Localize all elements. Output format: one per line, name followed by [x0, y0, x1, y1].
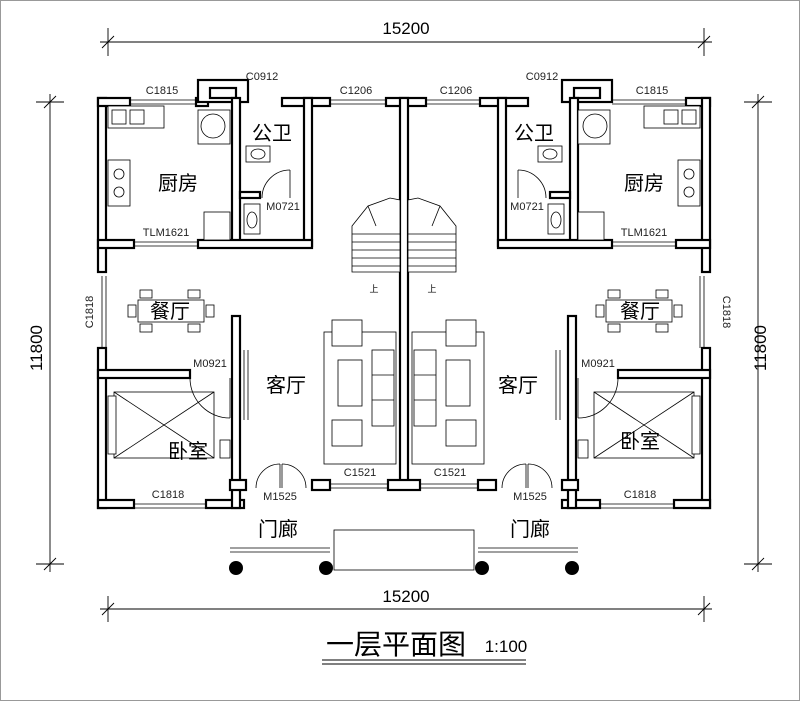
- dimension-right: 11800: [744, 94, 772, 572]
- code-m0721-left: M0721: [266, 201, 300, 213]
- room-bedroom-left: 卧室: [168, 439, 208, 463]
- code-c1815-left: C1815: [146, 85, 178, 97]
- room-bedroom-right: 卧室: [620, 429, 660, 453]
- code-c1206-left: C1206: [340, 85, 372, 97]
- room-porch-right: 门廊: [510, 517, 550, 541]
- sofa-set-left: [323, 319, 397, 465]
- code-m0921-left: M0921: [193, 358, 227, 370]
- room-living-left: 客厅: [266, 373, 306, 397]
- stair-up-right-label: 上: [427, 284, 436, 295]
- room-dining-left: 餐厅: [150, 299, 190, 323]
- code-c1815-right: C1815: [636, 85, 668, 97]
- code-c1818-side-left: C1818: [84, 296, 96, 328]
- code-c1521-left: C1521: [344, 467, 376, 479]
- scale-text: 1:100: [485, 637, 528, 656]
- code-c1818-bottom-left: C1818: [152, 489, 184, 501]
- dining-table-right: [595, 289, 683, 333]
- code-m0921-right: M0921: [581, 358, 615, 370]
- room-living-right: 客厅: [498, 373, 538, 397]
- toilet-left-fixtures: [243, 145, 291, 235]
- dimension-bottom: 15200: [100, 587, 712, 622]
- column-2: [319, 561, 333, 575]
- code-c0912-left: C0912: [246, 71, 278, 83]
- code-c1206-right: C1206: [440, 85, 472, 97]
- code-m1525-right: M1525: [513, 491, 547, 503]
- room-porch-left: 门廊: [258, 517, 298, 541]
- code-tlm1621-left: TLM1621: [143, 227, 189, 239]
- column-1: [229, 561, 243, 575]
- column-4: [565, 561, 579, 575]
- room-kitchen-right: 厨房: [624, 171, 664, 195]
- code-tlm1621-right: TLM1621: [621, 227, 667, 239]
- code-labels: C1815 C0912 C1206 C1206 C0912 C1815 M072…: [84, 71, 732, 503]
- dining-table-left: [127, 289, 215, 333]
- code-c1521-right: C1521: [434, 467, 466, 479]
- kitchen-right-fixtures: [577, 105, 701, 241]
- dimension-left: 11800: [27, 94, 64, 572]
- room-labels: 厨房 厨房 公卫 公卫 餐厅 餐厅 客厅 客厅 卧室 卧室 门廊 门廊: [150, 121, 664, 541]
- room-kitchen-left: 厨房: [158, 171, 198, 195]
- dim-top-text: 15200: [382, 19, 429, 38]
- column-3: [475, 561, 489, 575]
- walls: [96, 78, 712, 510]
- dim-right-text: 11800: [751, 325, 770, 371]
- dim-left-text: 11800: [27, 325, 46, 371]
- sofa-set-right: [411, 319, 485, 465]
- code-m0721-right: M0721: [510, 201, 544, 213]
- dimension-top: 15200: [100, 19, 712, 56]
- title-text: 一层平面图: [326, 628, 466, 661]
- bed-right: [577, 391, 701, 459]
- code-c1818-side-right: C1818: [720, 296, 732, 328]
- kitchen-left-fixtures: [107, 105, 231, 241]
- code-c1818-bottom-right: C1818: [624, 489, 656, 501]
- room-dining-right: 餐厅: [620, 299, 660, 323]
- staircase: 上 上: [351, 197, 457, 295]
- porch: [229, 529, 579, 575]
- dim-bottom-text: 15200: [382, 587, 429, 606]
- bed-left: [107, 391, 231, 459]
- toilet-right-fixtures: [517, 145, 565, 235]
- room-toilet-right: 公卫: [514, 121, 554, 145]
- drawing-title: 一层平面图 1:100: [322, 628, 528, 665]
- doors: [134, 241, 676, 489]
- window-lines: [101, 99, 705, 509]
- code-c0912-right: C0912: [526, 71, 558, 83]
- room-toilet-left: 公卫: [252, 121, 292, 145]
- stair-up-left-label: 上: [369, 284, 378, 295]
- code-m1525-left: M1525: [263, 491, 297, 503]
